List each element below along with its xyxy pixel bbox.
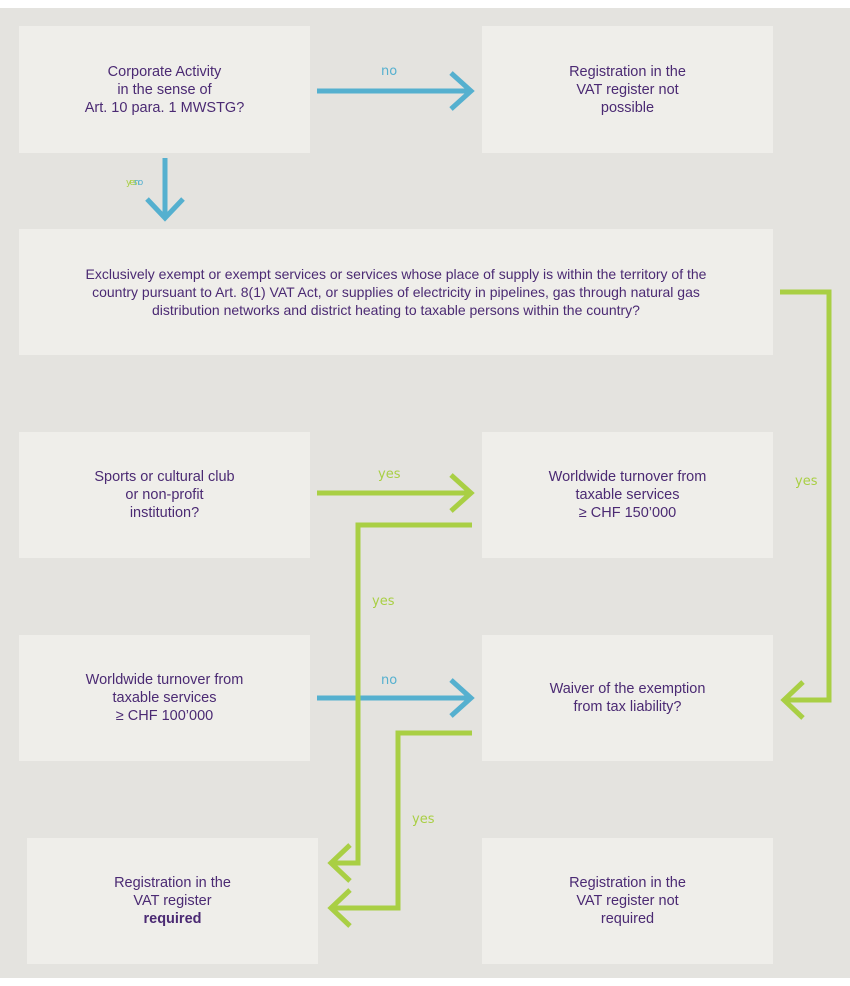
label-yes-turnover150: yes	[372, 594, 395, 609]
box-registration-not-required: Registration in the VAT register not req…	[482, 838, 773, 964]
label-yes-waiver: yes	[412, 812, 435, 827]
label-yes-exempt: yes	[795, 474, 818, 489]
box-text-line: Registration in the	[114, 875, 231, 891]
label-no-corporate: no	[381, 64, 398, 79]
box-text-line: required	[600, 911, 655, 927]
arrow-waiver-yes-head	[327, 888, 352, 928]
box-corporate-activity: Corporate Activity in the sense of Art. …	[19, 26, 310, 153]
box-text-line: Waiver of the exemption	[549, 681, 706, 697]
box-exempt-services: Exclusively exempt or exempt services or…	[19, 229, 773, 355]
box-text-line: possible	[600, 99, 655, 116]
box-text-line: VAT register not	[576, 81, 679, 98]
box-turnover-150: Worldwide turnover from taxable services…	[482, 432, 773, 558]
box-text-line: in the sense of	[117, 81, 212, 98]
arrow-exempt-yes-head	[780, 680, 805, 720]
arrow-sports-yes-head	[449, 473, 475, 513]
arrow-turnover150-yes-head	[327, 843, 352, 883]
box-text-line: taxable services	[575, 487, 680, 503]
box-text-line: ≥ CHF 100’000	[115, 708, 214, 724]
box-text-line: VAT register not	[576, 893, 679, 909]
label-yes-corporate: yes	[126, 178, 137, 188]
box-text-line: Registration in the	[569, 63, 686, 80]
box-text-line: distribution networks and district heati…	[152, 302, 640, 318]
label-yes-sports: yes	[378, 467, 401, 482]
box-turnover-100: Worldwide turnover from taxable services…	[19, 635, 310, 761]
box-text-line: Sports or cultural club	[94, 469, 235, 485]
box-registration-required: Registration in the VAT register require…	[27, 838, 318, 964]
box-waiver: Waiver of the exemption from tax liabili…	[482, 635, 773, 761]
arrow-waiver-yes	[331, 730, 472, 911]
arrow-corporate-no-head	[449, 71, 475, 111]
box-text-line: or non-profit	[125, 487, 204, 503]
box-text-line: from tax liability?	[573, 699, 682, 715]
box-text-line: Exclusively exempt or exempt services or…	[85, 266, 707, 282]
box-text-line: Art. 10 para. 1 MWSTG?	[84, 99, 245, 116]
box-text-line: ≥ CHF 150’000	[578, 505, 677, 521]
arrow-turnover150-yes	[331, 522, 472, 866]
box-sports-club: Sports or cultural club or non-profit in…	[19, 432, 310, 558]
box-text-line: VAT register	[133, 893, 212, 909]
box-text-line: taxable services	[112, 690, 217, 706]
box-text-line: Worldwide turnover from	[85, 672, 244, 688]
box-text-emphasis: required	[143, 911, 202, 927]
arrow-turnover100-no-head	[449, 678, 475, 718]
box-text-line: Worldwide turnover from	[548, 469, 707, 485]
label-no-corporate-overlap: no	[134, 178, 143, 188]
box-text-line: country pursuant to Art. 8(1) VAT Act, o…	[92, 284, 700, 300]
box-text-line: Corporate Activity	[107, 63, 222, 80]
arrow-exempt-yes	[780, 289, 832, 703]
box-text-line: Registration in the	[569, 875, 686, 891]
box-text-line: institution?	[129, 505, 200, 521]
box-registration-not-possible: Registration in the VAT register not pos…	[482, 26, 773, 153]
label-no-turnover100: no	[381, 673, 398, 688]
arrow-corporate-yes-head	[145, 197, 185, 222]
